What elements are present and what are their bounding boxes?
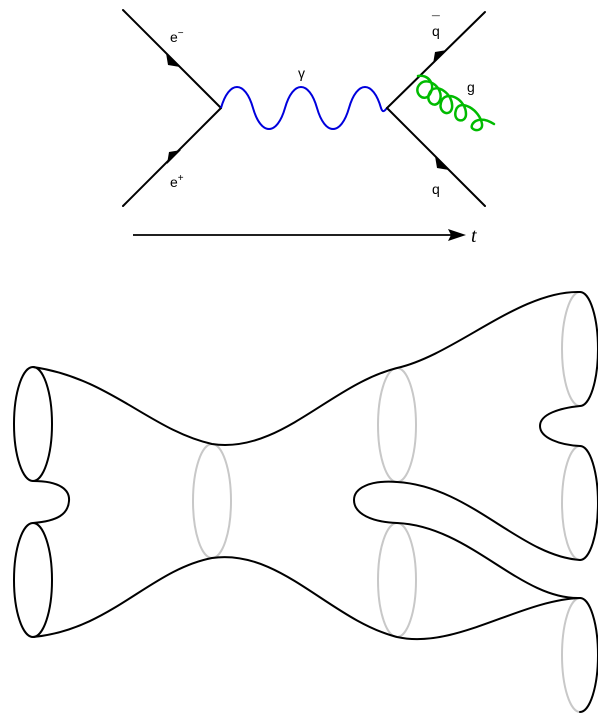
outgoing-string-bottom (579, 597, 598, 713)
quark-line (386, 107, 486, 207)
quark-arrow-icon (435, 156, 449, 170)
surface-bottom-edge (32, 556, 581, 641)
cross-section-lower-middle (377, 522, 417, 638)
string-worldsheet (13, 290, 598, 713)
antiquark-arrow-icon (433, 50, 447, 64)
outgoing-string-top (579, 291, 598, 407)
cross-section-right-top-back (561, 291, 581, 407)
positron-arrow-icon (167, 150, 181, 164)
surface-middle-fork (353, 480, 581, 600)
time-axis (133, 229, 466, 241)
electron-label: e− (170, 28, 184, 45)
gluon-label: g (467, 79, 475, 95)
antiquark-label: q ¯ (431, 13, 440, 39)
cross-section-right-bottom-back (561, 597, 581, 713)
surface-right-upper-crotch (539, 405, 581, 447)
time-arrow-icon (448, 229, 466, 241)
cross-section-upper-middle (377, 367, 417, 483)
antiquark-letter: q (432, 23, 440, 39)
electron-line (122, 9, 222, 109)
feynman-diagram: e− e+ γ q ¯ g q t (122, 9, 496, 247)
incoming-string-bottom (13, 522, 53, 638)
photon-propagator (220, 86, 388, 130)
time-label: t (471, 225, 477, 247)
positron-line (122, 107, 222, 207)
antiquark-bar: ¯ (431, 13, 440, 29)
incoming-string-top (13, 366, 53, 482)
cross-section-right-middle-back (561, 445, 581, 561)
photon-label: γ (298, 65, 305, 81)
surface-left-crotch (32, 480, 71, 524)
positron-label: e+ (170, 173, 184, 190)
antiquark-line (386, 11, 486, 109)
gluon-line (416, 74, 496, 132)
surface-top-edge (32, 290, 581, 446)
quark-label: q (432, 181, 440, 197)
outgoing-string-middle (579, 445, 598, 561)
electron-arrow-icon (166, 53, 180, 67)
cross-section-neck (192, 443, 232, 559)
